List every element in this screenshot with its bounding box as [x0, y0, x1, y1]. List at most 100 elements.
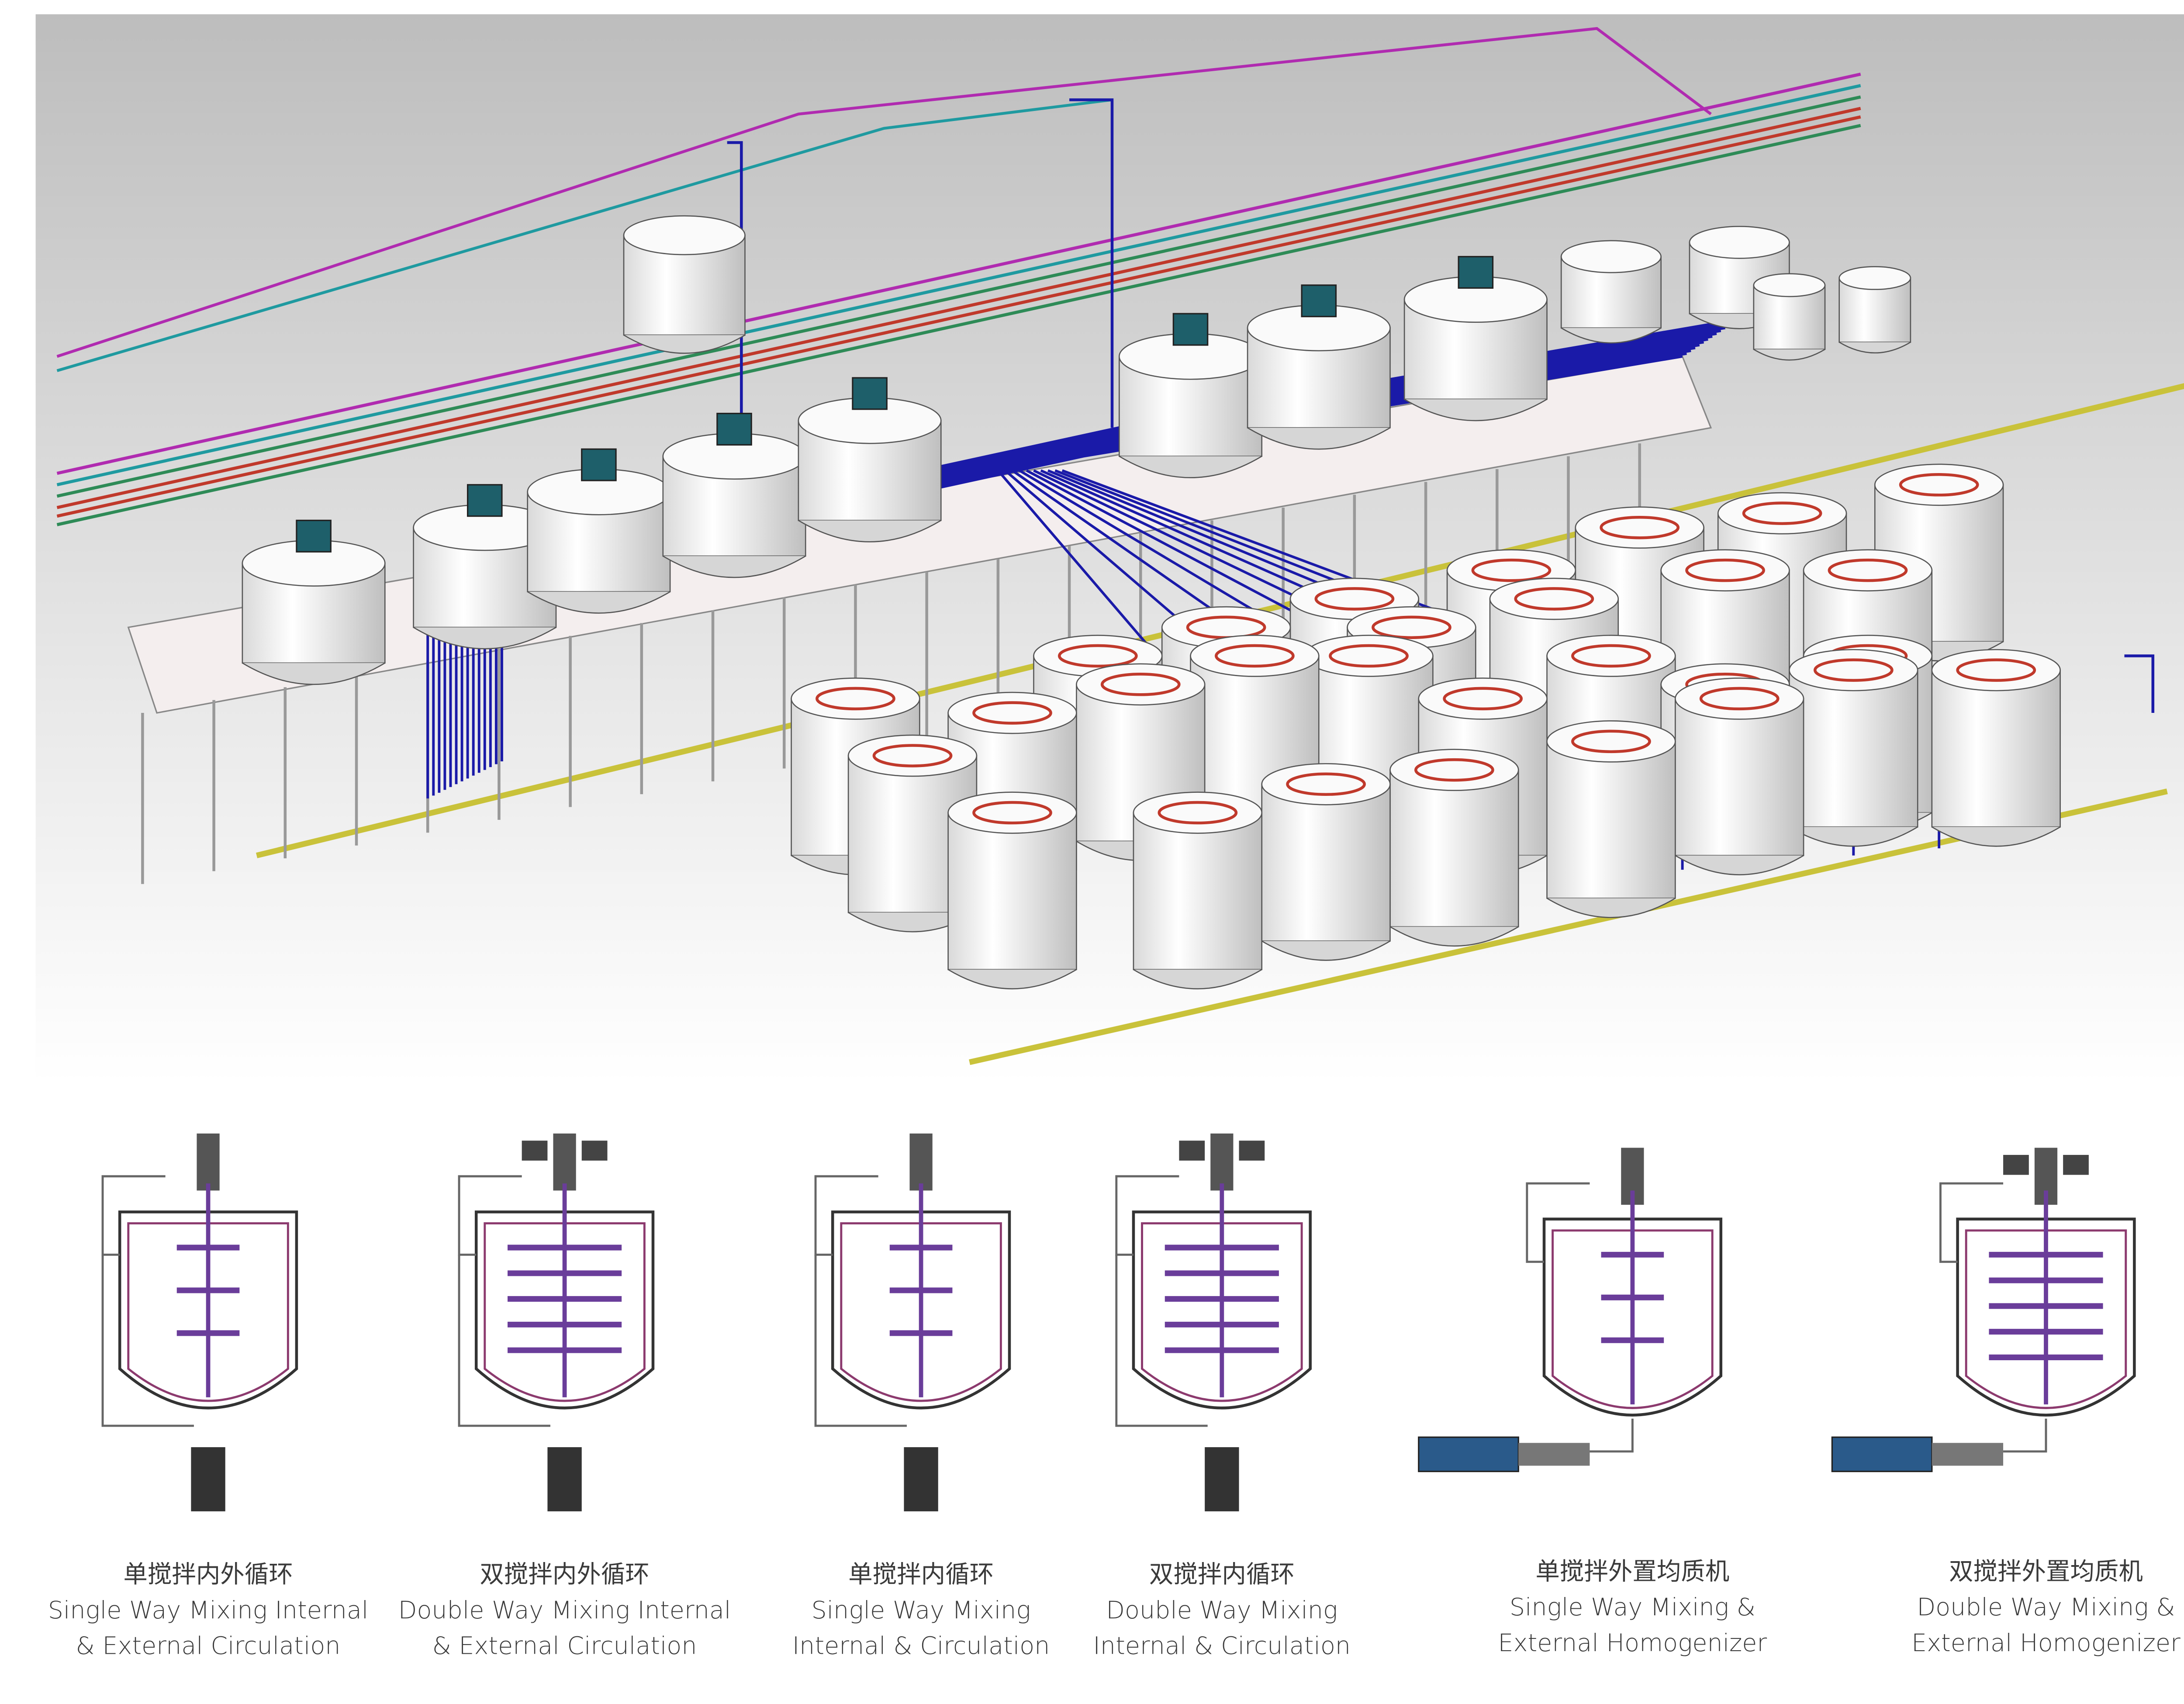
side-motor-icon [1239, 1141, 1265, 1161]
tank-ring [1828, 558, 1908, 582]
variant-diagram-3 [814, 1133, 1011, 1511]
pot [1838, 266, 1911, 354]
homogenizer-pipe [2003, 1418, 2047, 1453]
tank-ring [972, 801, 1052, 825]
tank-ring [972, 701, 1052, 725]
tank-bottom [1932, 826, 2061, 847]
tank-bottom [1789, 826, 1918, 847]
tank-ring [1742, 501, 1822, 525]
circulation-pipe [814, 1255, 907, 1427]
tank-lid [1076, 663, 1206, 706]
tank-lid [847, 734, 978, 777]
tank-lid [1261, 763, 1391, 805]
tank-lid [1660, 549, 1790, 591]
tank-inner-wall [1552, 1229, 1714, 1409]
storage-tank [1261, 763, 1391, 961]
tank-inner-wall [1141, 1222, 1303, 1402]
tank-lid [1546, 635, 1676, 677]
motor-icon [716, 412, 752, 446]
storage-tank [1546, 720, 1676, 918]
circulation-pipe [101, 1255, 194, 1427]
tank-ring [1314, 587, 1395, 611]
side-motor-icon [581, 1141, 608, 1161]
header-pipe [56, 124, 1861, 526]
header-pipe [56, 98, 1113, 372]
tank-bottom [1753, 349, 1825, 361]
tank-lid [1389, 749, 1519, 791]
storage-tank [947, 792, 1077, 989]
caption-en2: Internal & Circulation [792, 1632, 1050, 1661]
tank-lid [1575, 506, 1704, 549]
tank-bottom [663, 555, 806, 578]
motor-icon [1172, 313, 1209, 346]
tank-lid [1418, 677, 1548, 720]
tank-ring [1685, 558, 1765, 582]
mixing-tank [242, 519, 386, 685]
side-motor-icon [2003, 1154, 2029, 1175]
top-motor-icon [909, 1133, 933, 1191]
tank-body [1546, 741, 1676, 899]
mixing-tank [1247, 284, 1391, 450]
tank-body [1389, 769, 1519, 927]
mixing-tank [798, 377, 942, 543]
tank-ring [1956, 658, 2036, 682]
tank-bottom [1675, 855, 1804, 875]
tank-bottom [527, 591, 670, 614]
header-pipe [56, 107, 1861, 509]
tank-bottom [242, 662, 385, 685]
bottom-motor-icon [191, 1447, 225, 1511]
tank-lid [1190, 635, 1320, 677]
tank-ring [1600, 515, 1680, 539]
mixing-tank [662, 412, 806, 578]
homogenizer-body [1518, 1443, 1590, 1466]
variant-diagram-1 [101, 1133, 298, 1511]
tank-ring [1158, 801, 1238, 825]
caption-en2: Internal & Circulation [1093, 1632, 1351, 1661]
header-pipe [56, 73, 1861, 475]
circulation-pipe [1526, 1182, 1590, 1263]
caption-zh: 双搅拌内循环 [1149, 1561, 1295, 1590]
tank-ring [1329, 644, 1409, 668]
tank-bottom [1247, 427, 1391, 450]
mixing-tank [527, 448, 671, 614]
tank-inner-wall [1965, 1229, 2127, 1409]
motor-icon [296, 519, 332, 553]
side-motor-icon [522, 1141, 548, 1161]
storage-tank [1789, 649, 1918, 847]
tank-ring [1443, 687, 1523, 711]
bottom-motor-icon [1205, 1447, 1239, 1511]
bottom-motor-icon [547, 1447, 582, 1511]
caption-en2: External Homogenizer [1498, 1629, 1767, 1659]
circulation-pipe [101, 1175, 166, 1256]
homogenizer-pump-icon [1418, 1436, 1519, 1472]
caption-en1: Double Way Mixing [1106, 1597, 1338, 1626]
tank-body [1789, 669, 1918, 828]
tank-bottom [1839, 342, 1911, 354]
motor-icon [581, 448, 617, 481]
caption-zh: 双搅拌外置均质机 [1949, 1558, 2143, 1587]
tank-lid [1133, 792, 1263, 834]
variant-diagram-2 [458, 1133, 655, 1511]
storage-tank [623, 215, 746, 354]
tank-ring [1215, 644, 1295, 668]
tank-ring [1372, 615, 1451, 639]
circulation-pipe [458, 1175, 522, 1256]
tank-bottom [413, 627, 556, 650]
homogenizer-pump-icon [1831, 1436, 1933, 1472]
tank-ring [872, 744, 953, 767]
tank-body [1675, 698, 1804, 856]
tank-array [242, 215, 2061, 989]
tank-lid [1803, 549, 1933, 591]
caption-zh: 单搅拌内外循环 [123, 1561, 293, 1590]
motor-icon [1458, 256, 1494, 289]
mixing-tank [1119, 313, 1263, 478]
tank-lid [1753, 273, 1826, 297]
top-motor-icon [1210, 1133, 1234, 1191]
variant-diagrams [101, 1133, 2136, 1511]
